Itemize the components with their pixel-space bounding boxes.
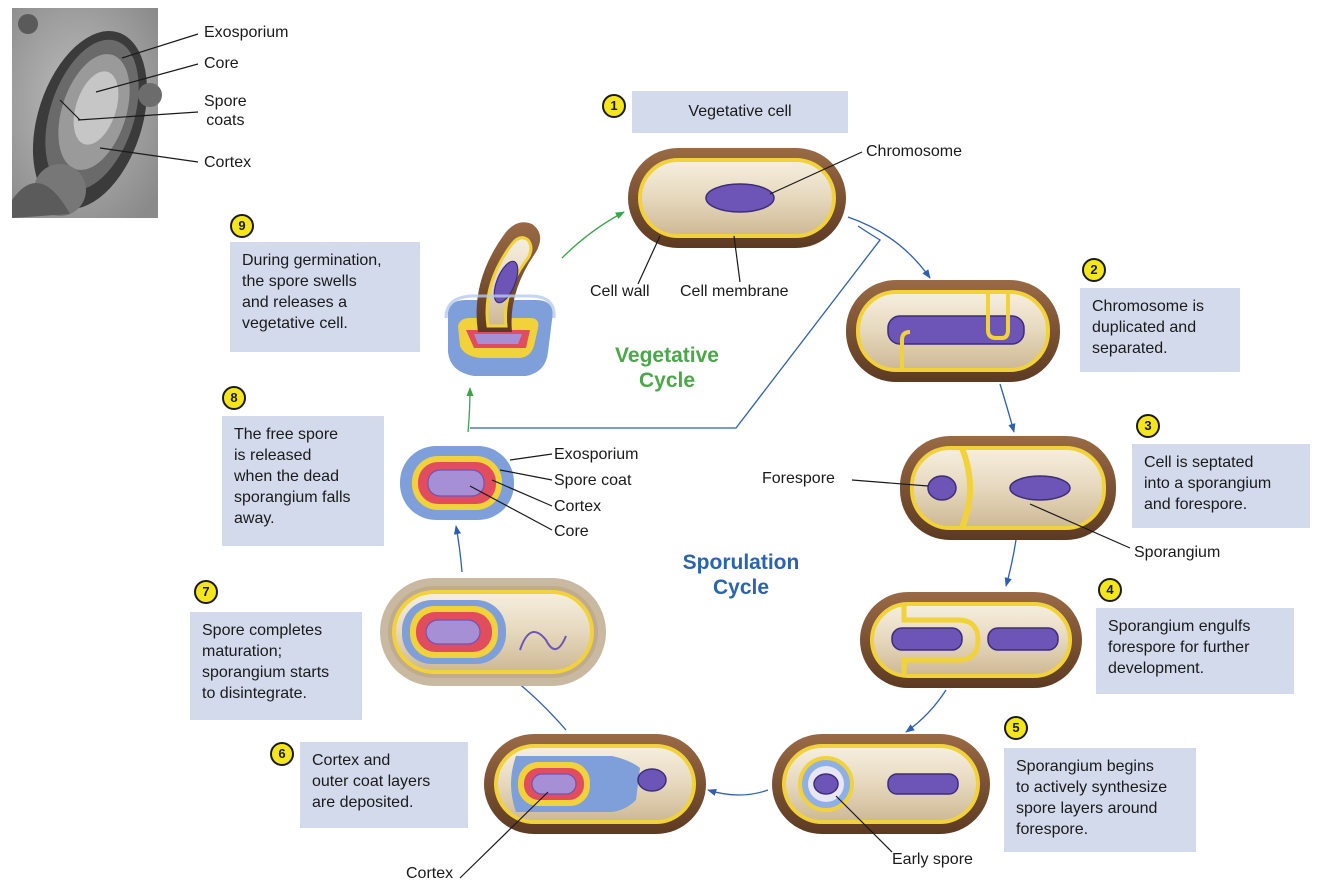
cell-6 — [484, 734, 706, 834]
vegetative-cell-1 — [628, 148, 846, 248]
micrograph-label-core: Core — [204, 55, 239, 72]
cell-7 — [380, 578, 606, 686]
step-6-badge: 6 — [270, 742, 294, 766]
callout-sporangium: Sporangium — [1134, 544, 1221, 561]
callout-cell-membrane: Cell membrane — [680, 283, 789, 300]
step-8-label: The free spore is released when the dead… — [222, 416, 384, 546]
callout-core: Core — [554, 523, 589, 540]
step-5-badge: 5 — [1004, 716, 1028, 740]
germination-9 — [444, 222, 556, 376]
step-6-label: Cortex and outer coat layers are deposit… — [300, 742, 468, 828]
callout-cortex: Cortex — [554, 498, 602, 515]
arrow-5-to-6 — [707, 788, 769, 796]
step-3-label: Cell is septated into a sporangium and f… — [1132, 444, 1310, 528]
step-8-badge: 8 — [222, 386, 246, 410]
micrograph — [12, 8, 162, 218]
callout-exosporium: Exosporium — [554, 446, 639, 463]
callout-forespore: Forespore — [762, 470, 835, 487]
callout-cell-wall: Cell wall — [590, 283, 650, 300]
callout-spore-coat: Spore coat — [554, 472, 632, 489]
step-9-badge: 9 — [230, 214, 254, 238]
callout-chromosome: Chromosome — [866, 143, 963, 160]
sporulation-cycle-title: Sporulation Cycle — [682, 551, 800, 599]
arrow-1-to-2 — [847, 216, 931, 279]
arrow-3-to-4 — [1004, 539, 1017, 587]
step-1-badge: 1 — [602, 94, 626, 118]
arrow-9-to-1 — [561, 211, 625, 259]
step-4-badge: 4 — [1098, 578, 1122, 602]
micrograph-leaders — [59, 33, 199, 163]
vegetative-cycle-title: Vegetative Cycle — [615, 344, 719, 392]
arrow-7-to-8 — [453, 525, 463, 573]
callout-early-spore: Early spore — [892, 851, 973, 868]
cell-5 — [772, 734, 990, 834]
micrograph-label-cortex: Cortex — [204, 154, 252, 171]
arrow-4-to-5 — [905, 689, 947, 733]
step-9-label: During germination, the spore swells and… — [230, 242, 420, 352]
step-2-badge: 2 — [1082, 258, 1106, 282]
step-4-label: Sporangium engulfs forespore for further… — [1096, 608, 1294, 694]
step-1-label: Vegetative cell — [632, 91, 848, 133]
step-3-badge: 3 — [1136, 414, 1160, 438]
micrograph-label-spore-coats: Spore coats — [204, 93, 247, 129]
step-5-label: Sporangium begins to actively synthesize… — [1004, 748, 1196, 852]
micrograph-label-exosporium: Exosporium — [204, 24, 289, 41]
bypass-line — [470, 225, 881, 429]
arrow-2-to-3 — [999, 383, 1016, 433]
cell-4 — [860, 592, 1082, 688]
cell-2 — [846, 280, 1060, 382]
callout-cortex-step-6: Cortex — [406, 865, 454, 882]
step-2-label: Chromosome is duplicated and separated. — [1080, 288, 1240, 372]
arrow-8-to-9 — [466, 387, 474, 433]
step-7-label: Spore completes maturation; sporangium s… — [190, 612, 362, 720]
free-spore-8 — [400, 446, 514, 520]
step-7-badge: 7 — [194, 580, 218, 604]
cell-3 — [900, 436, 1116, 540]
